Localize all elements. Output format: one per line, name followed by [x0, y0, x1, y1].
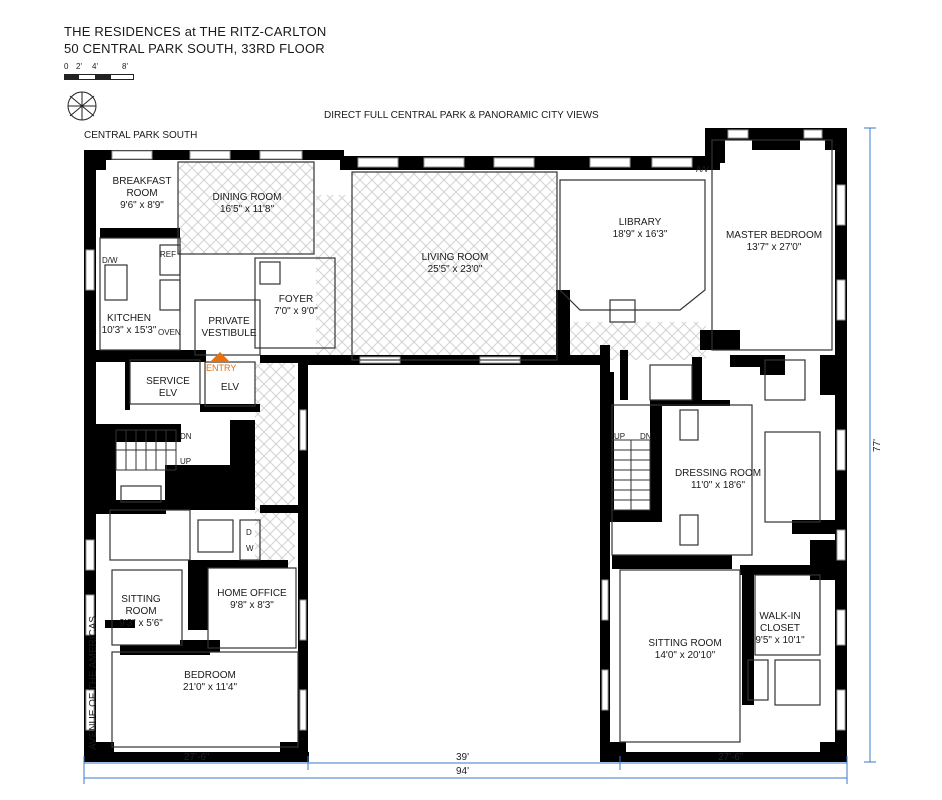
- room-home-office-dim: 9'8" x 8'3": [230, 600, 274, 611]
- room-kitchen-dim: 10'3" x 15'3": [101, 325, 157, 336]
- room-bedroom: BEDROOM 21'0" x 11'4": [170, 670, 250, 694]
- dim-left: 27'-6": [184, 752, 210, 763]
- refrigerator-label: REF: [160, 250, 176, 259]
- dim-height: 77': [872, 438, 883, 452]
- plan-title-line1: THE RESIDENCES at THE RITZ-CARLTON: [64, 24, 327, 39]
- scale-label-2: 2': [76, 62, 82, 71]
- room-elv: ELV: [215, 382, 245, 394]
- stair-up-label-left: UP: [180, 457, 192, 466]
- room-service-elv-name: SERVICE ELV: [146, 376, 190, 399]
- dim-total: 94': [456, 766, 470, 777]
- entry-label: ENTRY: [206, 363, 237, 373]
- dim-middle: 39': [456, 752, 470, 763]
- room-foyer-dim: 7'0" x 9'0": [274, 306, 318, 317]
- room-foyer-name: FOYER: [278, 294, 314, 305]
- room-bedroom-name: BEDROOM: [184, 670, 236, 681]
- room-library-name: LIBRARY: [618, 217, 662, 228]
- views-label: DIRECT FULL CENTRAL PARK & PANORAMIC CIT…: [324, 110, 599, 121]
- room-sitting-large-name: SITTING ROOM: [648, 638, 722, 649]
- room-breakfast-name: BREAKFAST ROOM: [112, 176, 172, 199]
- room-foyer: FOYER 7'0" x 9'0": [266, 294, 326, 318]
- room-breakfast-dim: 9'6" x 8'9": [120, 200, 164, 211]
- room-dining: DINING ROOM 16'5" x 11'8": [192, 192, 302, 216]
- room-walkin-dim: 9'5" x 10'1": [755, 635, 805, 646]
- stair-dn-label-left: DN: [180, 432, 192, 441]
- room-living-name: LIVING ROOM: [421, 252, 489, 263]
- room-sitting-small-dim: 9'3" x 5'6": [119, 618, 163, 629]
- street-label-side: AVENUE OF THE AMERICAS: [88, 615, 99, 750]
- compass-icon: [67, 91, 97, 121]
- room-sitting-large-dim: 14'0" x 20'10": [654, 650, 716, 661]
- room-sitting-small-name: SITTING ROOM: [121, 594, 161, 617]
- room-living: LIVING ROOM 25'5" x 23'0": [400, 252, 510, 276]
- street-label-top: CENTRAL PARK SOUTH: [84, 130, 198, 141]
- room-vestibule: PRIVATE VESTIBULE: [196, 316, 262, 340]
- room-dressing-dim: 11'0" x 18'6": [690, 480, 746, 491]
- room-bedroom-dim: 21'0" x 11'4": [182, 682, 238, 693]
- room-master-name: MASTER BEDROOM: [725, 230, 823, 241]
- room-dressing-name: DRESSING ROOM: [674, 468, 762, 479]
- scale-label-8: 8': [122, 62, 128, 71]
- scale-label-0: 0: [64, 62, 69, 71]
- room-sitting-small: SITTING ROOM 9'3" x 5'6": [110, 594, 172, 630]
- room-dressing: DRESSING ROOM 11'0" x 18'6": [672, 468, 764, 492]
- dryer-label: D: [246, 528, 252, 537]
- room-master: MASTER BEDROOM 13'7" x 27'0": [722, 230, 826, 254]
- dishwasher-label: D/W: [102, 256, 118, 265]
- room-service-elv: SERVICE ELV: [140, 376, 196, 400]
- room-master-dim: 13'7" x 27'0": [746, 242, 802, 253]
- room-kitchen: KITCHEN 10'3" x 15'3": [96, 313, 162, 337]
- room-home-office-name: HOME OFFICE: [217, 588, 287, 599]
- oven-label: OVEN: [158, 328, 181, 337]
- plan-title-line2: 50 CENTRAL PARK SOUTH, 33RD FLOOR: [64, 41, 325, 56]
- room-walkin-name: WALK-IN CLOSET: [759, 611, 801, 634]
- scale-label-4: 4': [92, 62, 98, 71]
- room-library-dim: 18'9" x 16'3": [612, 229, 668, 240]
- dim-right: 27'-6": [718, 752, 744, 763]
- room-dining-dim: 16'5" x 11'8": [219, 204, 275, 215]
- room-home-office: HOME OFFICE 9'8" x 8'3": [214, 588, 290, 612]
- washer-label: W: [246, 544, 254, 553]
- room-walkin: WALK-IN CLOSET 9'5" x 10'1": [752, 611, 808, 647]
- room-sitting-large: SITTING ROOM 14'0" x 20'10": [640, 638, 730, 662]
- room-dining-name: DINING ROOM: [212, 192, 282, 203]
- entry-arrow-icon: [210, 352, 230, 362]
- room-breakfast: BREAKFAST ROOM 9'6" x 8'9": [104, 176, 180, 212]
- stair-dn-label-right: DN: [640, 432, 652, 441]
- stair-up-label-right: UP: [614, 432, 626, 441]
- room-elv-name: ELV: [220, 382, 240, 393]
- room-library: LIBRARY 18'9" x 16'3": [600, 217, 680, 241]
- av-label: A/V: [696, 165, 709, 174]
- room-kitchen-name: KITCHEN: [107, 313, 151, 324]
- room-living-dim: 25'5" x 23'0": [427, 264, 483, 275]
- scale-bar: [64, 74, 134, 80]
- room-vestibule-name: PRIVATE VESTIBULE: [201, 316, 257, 339]
